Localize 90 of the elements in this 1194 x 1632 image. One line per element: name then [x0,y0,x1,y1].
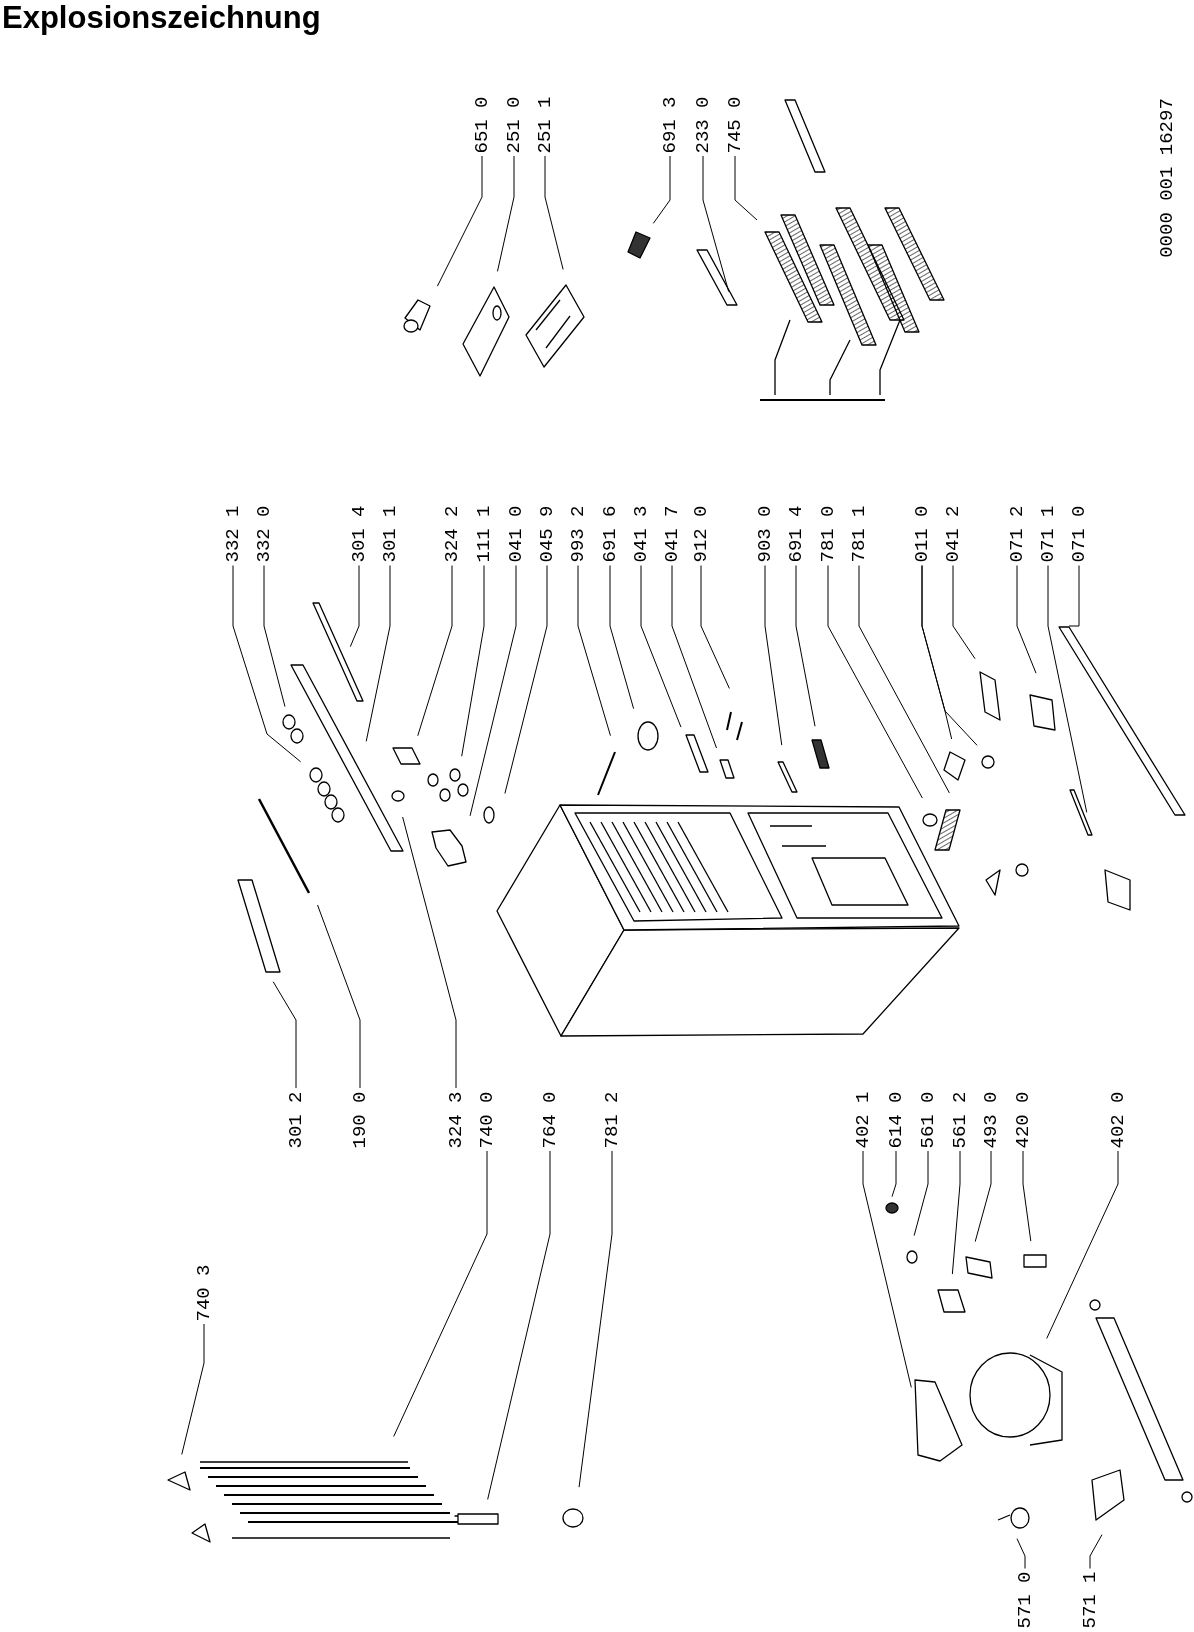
callout-number: 041 3 [631,505,651,563]
leader-line [702,155,730,293]
callout-number: 111 1 [474,505,494,563]
leader-line [795,565,816,727]
callout-number: 301 4 [349,505,369,563]
leader-line [1047,565,1088,813]
leader-line [263,565,286,707]
leader-line [952,565,976,660]
leader-line [577,565,611,737]
leader-line [640,565,682,728]
leader-line [671,565,717,749]
callout-number: 691 6 [600,505,620,563]
callout-number: 781 2 [602,1091,622,1148]
leader-line [461,565,485,757]
callout-number: 740 3 [194,1264,214,1321]
leader-line [609,565,635,710]
callout-number: 561 0 [918,1091,938,1148]
title: Explosionszeichnung [2,0,321,36]
callout-number: 071 2 [1007,505,1027,563]
callout-number: 402 1 [853,1091,873,1148]
callout-number: 324 2 [442,505,462,563]
callout-number: 251 0 [504,96,524,153]
leader-line [402,816,457,1089]
callout-number: 011 0 [912,505,932,563]
leader-line [862,1150,912,1388]
leader-line [1089,1534,1103,1569]
callout-number: 745 0 [725,96,745,153]
callout-number: 691 4 [786,505,806,563]
leader-line [1016,565,1037,674]
callout-number: 190 0 [350,1091,370,1148]
callout-number: 912 0 [691,505,711,563]
callout-number: 781 0 [818,505,838,563]
leader-line [469,565,517,817]
callout-number: 781 1 [849,505,869,563]
leader-line [578,1150,613,1488]
leader-line [974,1150,992,1243]
callout-number: 324 3 [446,1091,466,1148]
callout-number: 571 1 [1080,1571,1100,1629]
callout-number: 041 7 [662,505,682,563]
leader-line [272,981,297,1089]
callout-number: 764 0 [540,1091,560,1148]
callout-number: 041 2 [943,505,963,563]
callout-number: 402 0 [1108,1091,1128,1148]
callout-number: 420 0 [1013,1091,1033,1148]
leader-line [349,565,360,648]
callout-number: 493 0 [981,1091,1001,1148]
leader-line [951,1150,961,1275]
leader-line [921,565,978,746]
leader-line [891,1150,897,1198]
leader-line [913,1150,929,1237]
callout-number: 071 1 [1038,505,1058,563]
callout-number: 332 0 [254,505,274,563]
leader-line [827,565,923,799]
callout-number: 071 0 [1069,505,1089,563]
leader-line [734,155,758,221]
callout-number: 993 2 [568,505,588,563]
leader-line [1016,1538,1026,1569]
leader-line [317,904,361,1089]
callout-number: 233 0 [693,96,713,153]
leader-line [1046,1150,1119,1339]
callout-number: 332 1 [223,505,243,563]
drawing-number: 0000 001 16297 [1157,98,1177,258]
leader-line [393,1150,488,1437]
leader-line [700,565,730,689]
leader-line [436,155,483,287]
leader-line [1022,1150,1032,1242]
leader-line [365,565,391,742]
leader-line [496,155,515,272]
callout-number: 301 2 [286,1091,306,1148]
leader-line [487,1150,551,1500]
callout-number: 903 0 [755,505,775,563]
leader-line [181,1323,205,1455]
leader-line [764,565,783,746]
callout-number: 045 9 [537,505,557,563]
callout-number: 691 3 [660,96,680,153]
leader-line [1068,565,1080,627]
callout-number: 740 0 [477,1091,497,1148]
callout-number: 651 0 [472,96,492,153]
callout-number: 614 0 [886,1091,906,1148]
callout-number: 301 1 [380,505,400,563]
leader-line [417,565,453,737]
leader-line [504,565,548,794]
callout-number: 251 1 [535,96,555,153]
callout-number: 041 0 [506,505,526,563]
leader-line [652,155,671,224]
leader-line [858,565,950,794]
leader-line [232,565,302,763]
leader-line [544,155,564,270]
callout-number: 561 2 [950,1091,970,1148]
callout-number: 571 0 [1015,1571,1035,1629]
